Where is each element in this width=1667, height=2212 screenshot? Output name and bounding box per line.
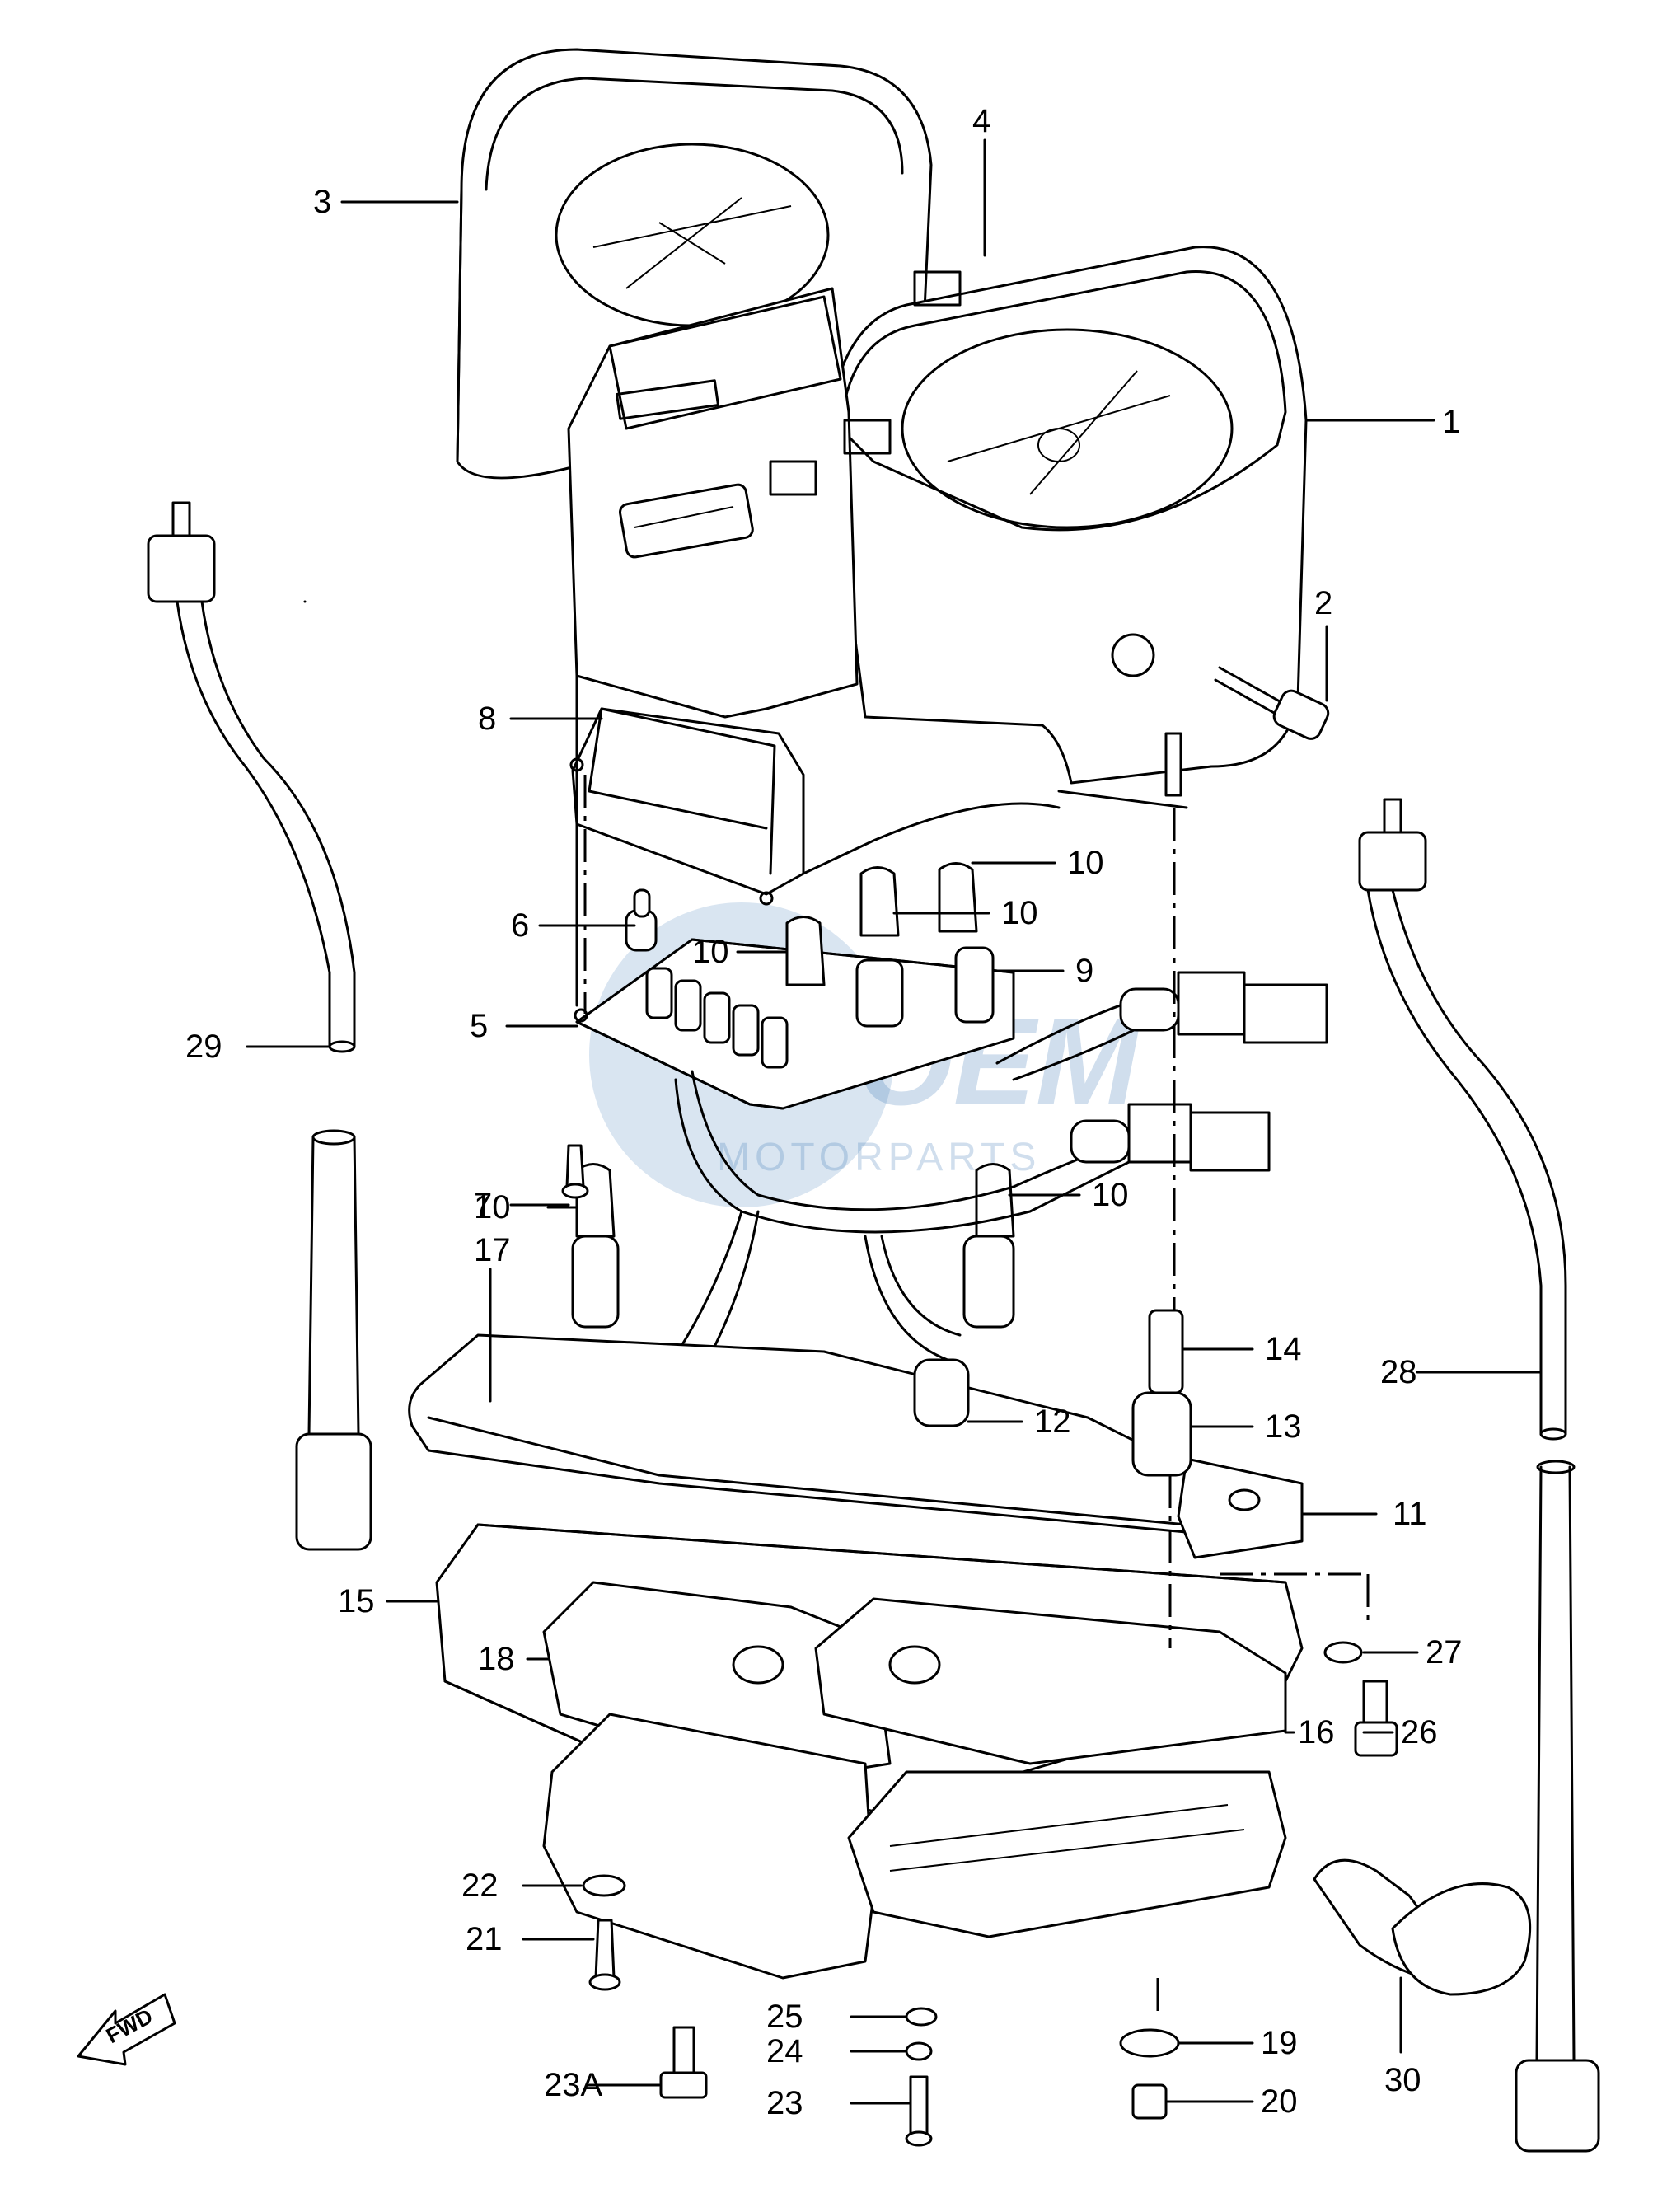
callout-12: 12 bbox=[1034, 1404, 1071, 1440]
callout-28: 28 bbox=[1380, 1354, 1417, 1390]
callout-11: 11 bbox=[1393, 1496, 1427, 1532]
callout-23: 23 bbox=[766, 2085, 803, 2121]
cushion-13 bbox=[1131, 1391, 1192, 1477]
trip-knob bbox=[1214, 666, 1330, 740]
bulb-socket-9 bbox=[855, 946, 995, 1028]
indicator-lamp-unit bbox=[569, 707, 805, 906]
socket-bulbs-row bbox=[645, 967, 789, 1069]
washer-25 bbox=[905, 2007, 938, 2027]
washer-19 bbox=[1119, 2028, 1180, 2058]
cable-28 bbox=[1358, 798, 1600, 2153]
spacer-14 bbox=[1148, 1309, 1184, 1394]
cable-29 bbox=[147, 501, 372, 1551]
socket-bulb-6 bbox=[625, 888, 658, 952]
callout-6: 6 bbox=[511, 907, 529, 944]
callout-24: 24 bbox=[766, 2033, 803, 2069]
meter-lower-cover-17 bbox=[408, 1333, 1196, 1535]
callout-20: 20 bbox=[1261, 2083, 1298, 2120]
callout-3: 3 bbox=[313, 184, 331, 220]
callout-25: 25 bbox=[766, 1999, 803, 2035]
callout-14: 14 bbox=[1265, 1331, 1302, 1367]
callout-10-b: 10 bbox=[1001, 895, 1038, 931]
callout-30: 30 bbox=[1384, 2062, 1421, 2098]
callout-19: 19 bbox=[1261, 2025, 1298, 2061]
callout-26: 26 bbox=[1401, 1714, 1438, 1750]
screw-7 bbox=[561, 1144, 589, 1199]
speedometer-housing bbox=[826, 246, 1308, 785]
callout-10-e: 10 bbox=[1092, 1177, 1129, 1213]
callout-8: 8 bbox=[478, 701, 496, 737]
washer-27 bbox=[1323, 1641, 1363, 1664]
callout-21: 21 bbox=[466, 1921, 503, 1957]
bulbs-10 bbox=[571, 862, 1015, 1329]
callout-1: 1 bbox=[1442, 404, 1460, 440]
connector-upper bbox=[1119, 971, 1328, 1044]
callout-16: 16 bbox=[1298, 1714, 1335, 1750]
lens-cover-16 bbox=[814, 1597, 1287, 1765]
callout-18: 18 bbox=[478, 1641, 515, 1677]
callout-2: 2 bbox=[1314, 585, 1332, 621]
screw-21 bbox=[588, 1919, 621, 1991]
callout-29: 29 bbox=[185, 1029, 222, 1065]
callout-13: 13 bbox=[1265, 1408, 1302, 1445]
forward-direction-arrow: FWD bbox=[77, 1993, 176, 2066]
callout-5: 5 bbox=[470, 1008, 488, 1044]
leader-lines bbox=[246, 138, 1543, 2105]
callout-7: 7 bbox=[474, 1187, 492, 1223]
connector-lower bbox=[1070, 1103, 1271, 1172]
center-indicator-panel bbox=[567, 270, 962, 719]
washer-24 bbox=[905, 2041, 933, 2061]
alignment-lines bbox=[583, 775, 1370, 2011]
bracket-11 bbox=[1177, 1457, 1304, 1559]
callout-15: 15 bbox=[338, 1583, 375, 1619]
boot-30 bbox=[1313, 1858, 1532, 1996]
callout-10-d: 10 bbox=[474, 1189, 511, 1226]
callout-27: 27 bbox=[1426, 1634, 1463, 1671]
callout-10-a: 10 bbox=[1067, 845, 1104, 881]
callout-9: 9 bbox=[1075, 953, 1093, 989]
callout-17: 17 bbox=[474, 1232, 511, 1268]
bolt-23a bbox=[659, 2026, 708, 2099]
nut-20 bbox=[1131, 2083, 1168, 2120]
grommet-12 bbox=[913, 1358, 970, 1427]
bolt-26 bbox=[1354, 1680, 1398, 1757]
bottom-cover bbox=[542, 1713, 1287, 1980]
callout-labels: 1 2 3 4 5 6 7 8 9 10 10 10 10 10 10 11 1… bbox=[185, 103, 1463, 2121]
screw-23 bbox=[905, 2075, 933, 2147]
callout-22: 22 bbox=[461, 1868, 499, 1904]
washer-22 bbox=[582, 1874, 626, 1897]
callout-4: 4 bbox=[972, 103, 990, 139]
callout-23a: 23A bbox=[544, 2067, 602, 2103]
meter-case-body bbox=[575, 674, 1188, 1007]
callout-10-c: 10 bbox=[692, 934, 729, 970]
